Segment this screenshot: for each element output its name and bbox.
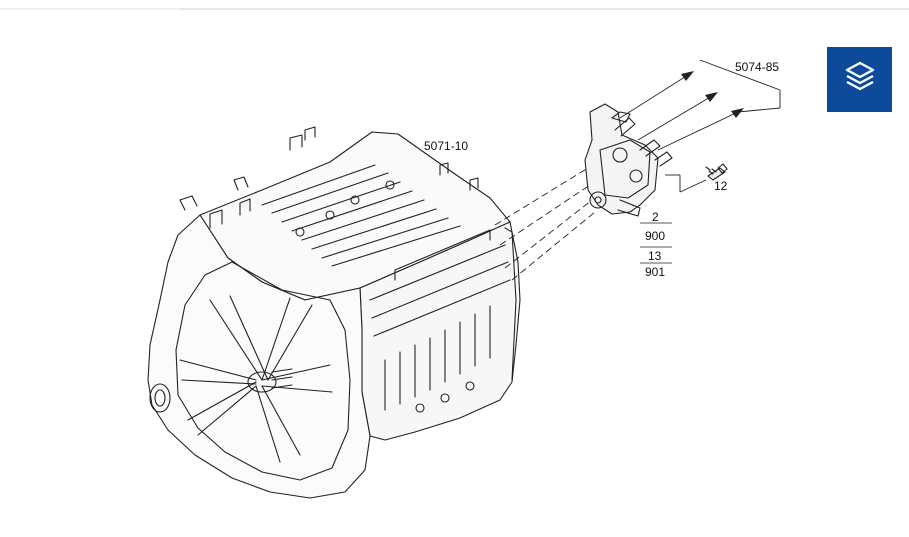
callout-frac-b-top: 13 — [648, 249, 662, 263]
valve-group[interactable] — [584, 103, 673, 217]
callout-bolt: 12 — [714, 179, 728, 193]
callout-frac-a-top: 2 — [652, 210, 659, 224]
arrow-lines — [619, 59, 781, 193]
dashed-assembly-lines — [494, 167, 596, 281]
top-edge — [0, 0, 909, 10]
fraction-lines — [640, 222, 672, 264]
arrow-heads — [681, 71, 744, 118]
callout-main-assembly: 5071-10 — [424, 139, 468, 153]
callout-valve-group: 5074-85 — [735, 60, 779, 74]
callout-frac-b-bottom: 901 — [645, 265, 665, 279]
layers-button[interactable] — [827, 47, 892, 112]
callout-frac-a-bottom: 900 — [645, 229, 665, 243]
main-assembly[interactable] — [147, 126, 521, 499]
layers-icon — [840, 57, 880, 102]
bolt-part[interactable] — [705, 163, 728, 181]
